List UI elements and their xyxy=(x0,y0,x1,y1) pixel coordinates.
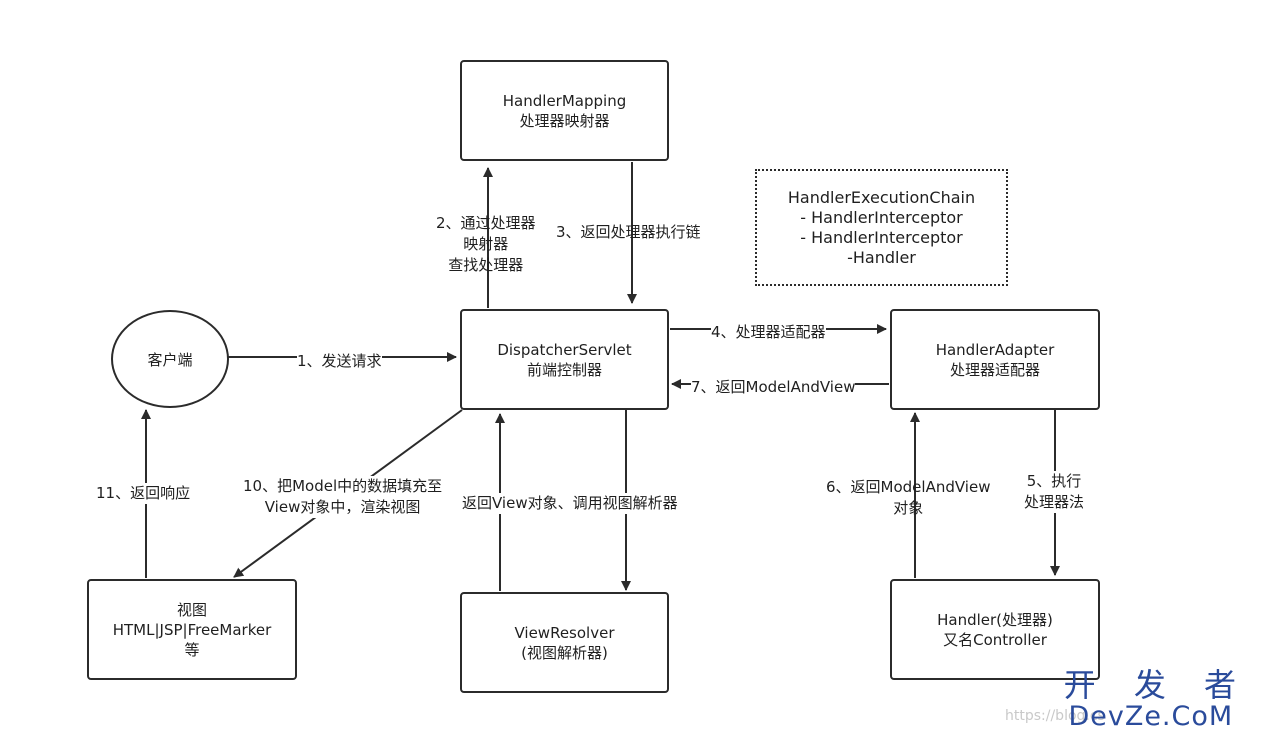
edge-5-label: 5、执行 处理器法 xyxy=(1024,471,1085,513)
watermark-logo-en: DevZe.CoM xyxy=(1068,701,1234,732)
dispatcher-title: DispatcherServlet xyxy=(497,340,632,359)
execution-chain-item: - HandlerInterceptor xyxy=(800,227,963,247)
view-resolver-box: ViewResolver (视图解析器) xyxy=(460,592,669,693)
handler-adapter-title: HandlerAdapter xyxy=(935,340,1055,359)
handler-mapping-title: HandlerMapping xyxy=(502,91,627,110)
edge-7-label: 7、返回ModelAndView xyxy=(691,377,856,398)
edge-4-label: 4、处理器适配器 xyxy=(711,322,826,343)
watermark-url: https://blog.cs xyxy=(1005,708,1105,724)
handler-box: Handler(处理器) 又名Controller xyxy=(890,579,1100,680)
view-types: HTML|JSP|FreeMarker xyxy=(112,620,272,639)
view-box: 视图 HTML|JSP|FreeMarker 等 xyxy=(87,579,297,680)
watermark-logo-cn: 开 发 者 xyxy=(1063,666,1250,704)
view-resolver-subtitle: (视图解析器) xyxy=(521,643,608,662)
view-resolver-title: ViewResolver xyxy=(514,623,615,642)
edge-2-label: 2、通过处理器 映射器 查找处理器 xyxy=(436,214,536,274)
execution-chain-item: -Handler xyxy=(847,247,916,267)
edge-1-label: 1、发送请求 xyxy=(297,351,382,372)
client-node: 客户端 xyxy=(111,310,229,408)
execution-chain-title: HandlerExecutionChain xyxy=(787,187,976,207)
view-title: 视图 xyxy=(176,600,207,619)
handler-adapter-subtitle: 处理器适配器 xyxy=(949,360,1040,379)
handler-mapping-box: HandlerMapping 处理器映射器 xyxy=(460,60,669,161)
view-etc: 等 xyxy=(184,640,200,659)
execution-chain-item: - HandlerInterceptor xyxy=(800,207,963,227)
edge-3-label: 3、返回处理器执行链 xyxy=(556,223,701,241)
watermark-logo: 开 发 者 DevZe.CoM xyxy=(1052,668,1250,732)
edge-6-label: 6、返回ModelAndView 对象 xyxy=(826,478,991,517)
handler-adapter-box: HandlerAdapter 处理器适配器 xyxy=(890,309,1100,410)
client-label: 客户端 xyxy=(147,350,193,369)
handler-subtitle: 又名Controller xyxy=(943,630,1047,649)
handler-execution-chain-box: HandlerExecutionChain - HandlerIntercept… xyxy=(755,169,1008,286)
handler-mapping-subtitle: 处理器映射器 xyxy=(519,111,610,130)
edge-8-label: 返回View对象、调用视图解析器 xyxy=(462,493,678,514)
dispatcher-subtitle: 前端控制器 xyxy=(526,360,602,379)
handler-title: Handler(处理器) xyxy=(937,610,1053,629)
edge-10-label: 10、把Model中的数据填充至 View对象中，渲染视图 xyxy=(243,476,443,518)
edge-11-label: 11、返回响应 xyxy=(96,483,191,504)
dispatcher-servlet-box: DispatcherServlet 前端控制器 xyxy=(460,309,669,410)
